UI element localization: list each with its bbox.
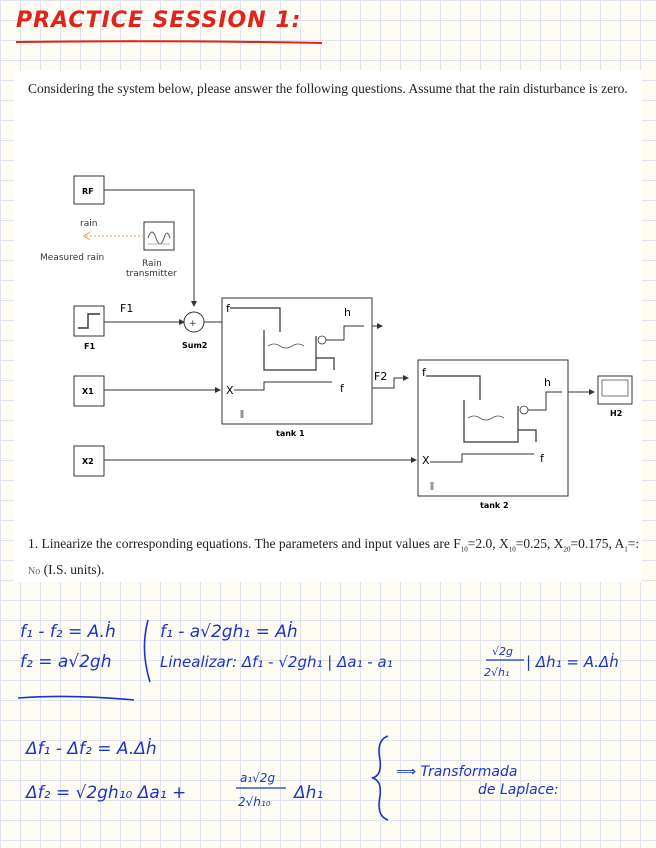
hw-eq1: f₁ - f₂ = A.ḣ (20, 620, 116, 642)
hw-eq4: Δf₂ = √2gh₁₀ Δa₁ + (24, 783, 186, 803)
hw-eq2-end: | Δh₁ = A.Δḣ (526, 652, 619, 671)
x1-block-label: X1 (82, 387, 94, 396)
tank2-port-x: X (422, 454, 430, 467)
rf-block-label: RF (82, 187, 94, 196)
hw-frac-den: 2√h₁ (484, 666, 509, 679)
hw-laplace: de Laplace: (478, 782, 559, 798)
tank1-port-x: X (226, 384, 234, 397)
svg-text:+: + (189, 319, 197, 329)
hw-eq2: f₂ = a√2gh (20, 652, 111, 672)
tank2-label: tank 2 (480, 501, 509, 510)
tank2-block[interactable] (417, 359, 569, 497)
f1-step-block[interactable] (73, 305, 105, 337)
intro-text: Considering the system below, please ans… (28, 81, 628, 96)
tank1-block[interactable] (221, 297, 373, 425)
measured-rain-label: Measured rain (40, 253, 104, 263)
f1-block-label: F1 (84, 342, 95, 351)
simulink-diagram: RF rain Rain transmitter Measured rain F… (40, 175, 633, 510)
x2-block-label: X2 (82, 457, 94, 466)
question-1: 1. Linearize the corresponding equations… (28, 536, 640, 577)
problem-sheet: Considering the system below, please ans… (14, 70, 642, 582)
hw-eq4-num: a₁√2g (240, 771, 275, 785)
title-underline (15, 40, 323, 44)
tank2-port-h: h (544, 376, 551, 389)
area-note: No (28, 565, 41, 577)
rf-block[interactable] (73, 175, 105, 205)
x2-block[interactable] (73, 445, 105, 477)
rain-transmitter-label-2: transmitter (126, 269, 177, 279)
hw-frac-num: √2g (492, 645, 513, 658)
rain-label: rain (80, 219, 97, 229)
hw-eq1b: f₁ - a√2gh₁ = Aḣ (160, 620, 298, 642)
tank2-port-fi: f (422, 366, 427, 379)
rain-transmitter-label-1: Rain (142, 259, 162, 269)
tank1-port-fi: f (226, 302, 231, 315)
page-title: PRACTICE SESSION 1: (16, 8, 302, 33)
h2-label: H2 (610, 409, 622, 418)
hw-transformada: ⟹ Transformada (396, 764, 517, 780)
f1-signal-label: F1 (120, 302, 133, 315)
hw-eq4-den: 2√h₁₀ (238, 795, 271, 809)
x1-block[interactable] (73, 375, 105, 407)
sum-label: Sum2 (182, 341, 207, 350)
tank1-port-fo: f (340, 382, 345, 395)
tank1-port-h: h (344, 306, 351, 319)
tank1-label: tank 1 (276, 429, 305, 438)
tank2-port-fo: f (540, 452, 545, 465)
f2-label: F2 (374, 370, 387, 383)
hw-eq4-dh: Δh₁ (292, 783, 323, 803)
hw-eq3: Δf₁ - Δf₂ = A.Δḣ (24, 737, 157, 759)
hw-linealizar: Linealizar: Δf₁ - √2gh₁ | Δa₁ - a₁ (160, 653, 393, 671)
